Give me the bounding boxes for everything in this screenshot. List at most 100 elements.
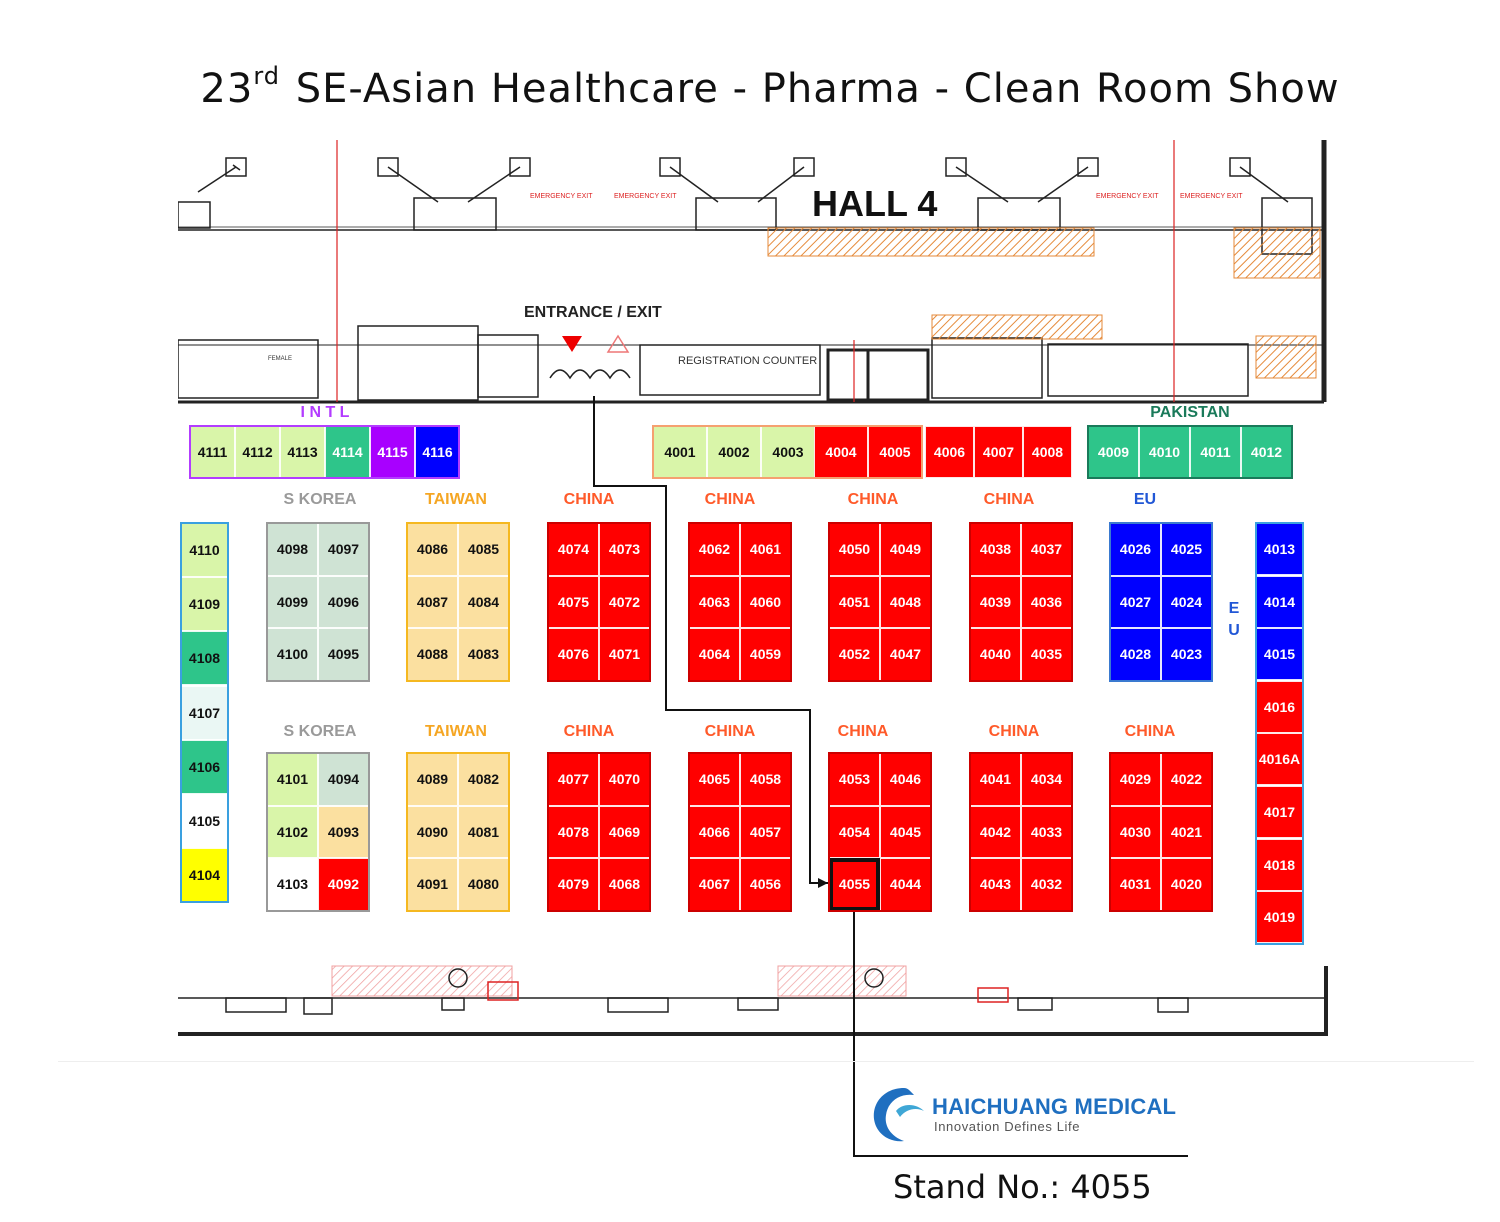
booth-4013[interactable]: 4013 xyxy=(1256,523,1303,575)
booth-4089[interactable]: 4089 xyxy=(407,753,458,806)
booth-4112[interactable]: 4112 xyxy=(235,426,280,478)
booth-4081[interactable]: 4081 xyxy=(458,805,509,859)
booth-4042[interactable]: 4042 xyxy=(970,805,1021,859)
booth-4053[interactable]: 4053 xyxy=(829,753,880,806)
booth-4024[interactable]: 4024 xyxy=(1161,575,1212,629)
booth-4079[interactable]: 4079 xyxy=(548,858,599,911)
booth-4006[interactable]: 4006 xyxy=(925,426,974,478)
booth-4041[interactable]: 4041 xyxy=(970,753,1021,806)
booth-4072[interactable]: 4072 xyxy=(599,575,650,629)
booth-4050[interactable]: 4050 xyxy=(829,523,880,576)
booth-4061[interactable]: 4061 xyxy=(740,523,791,576)
booth-4018[interactable]: 4018 xyxy=(1256,838,1303,891)
booth-4080[interactable]: 4080 xyxy=(458,858,509,911)
booth-4023[interactable]: 4023 xyxy=(1161,628,1212,681)
booth-4111[interactable]: 4111 xyxy=(190,426,235,478)
booth-4059[interactable]: 4059 xyxy=(740,628,791,681)
booth-4103[interactable]: 4103 xyxy=(267,858,318,911)
booth-4075[interactable]: 4075 xyxy=(548,575,599,629)
booth-4100[interactable]: 4100 xyxy=(267,628,318,681)
booth-4012[interactable]: 4012 xyxy=(1241,426,1292,478)
booth-4056[interactable]: 4056 xyxy=(740,858,791,911)
booth-4027[interactable]: 4027 xyxy=(1110,575,1161,629)
booth-4108[interactable]: 4108 xyxy=(181,631,228,686)
booth-4086[interactable]: 4086 xyxy=(407,523,458,576)
booth-4009[interactable]: 4009 xyxy=(1088,426,1139,478)
booth-4017[interactable]: 4017 xyxy=(1256,786,1303,838)
booth-4045[interactable]: 4045 xyxy=(880,805,931,859)
booth-4035[interactable]: 4035 xyxy=(1021,628,1072,681)
booth-4099[interactable]: 4099 xyxy=(267,575,318,629)
booth-4114[interactable]: 4114 xyxy=(325,426,370,478)
booth-4008[interactable]: 4008 xyxy=(1023,426,1072,478)
booth-4102[interactable]: 4102 xyxy=(267,805,318,859)
booth-4116[interactable]: 4116 xyxy=(415,426,460,478)
booth-4096[interactable]: 4096 xyxy=(318,575,369,629)
booth-4030[interactable]: 4030 xyxy=(1110,805,1161,859)
booth-4092[interactable]: 4092 xyxy=(318,858,369,911)
booth-4025[interactable]: 4025 xyxy=(1161,523,1212,576)
booth-4095[interactable]: 4095 xyxy=(318,628,369,681)
booth-4067[interactable]: 4067 xyxy=(689,858,740,911)
booth-4015[interactable]: 4015 xyxy=(1256,628,1303,681)
booth-4066[interactable]: 4066 xyxy=(689,805,740,859)
booth-4077[interactable]: 4077 xyxy=(548,753,599,806)
booth-4034[interactable]: 4034 xyxy=(1021,753,1072,806)
booth-4097[interactable]: 4097 xyxy=(318,523,369,576)
booth-4046[interactable]: 4046 xyxy=(880,753,931,806)
booth-4076[interactable]: 4076 xyxy=(548,628,599,681)
booth-4019[interactable]: 4019 xyxy=(1256,891,1303,944)
booth-4083[interactable]: 4083 xyxy=(458,628,509,681)
booth-4091[interactable]: 4091 xyxy=(407,858,458,911)
booth-4084[interactable]: 4084 xyxy=(458,575,509,629)
booth-4029[interactable]: 4029 xyxy=(1110,753,1161,806)
booth-4039[interactable]: 4039 xyxy=(970,575,1021,629)
booth-4098[interactable]: 4098 xyxy=(267,523,318,576)
booth-4101[interactable]: 4101 xyxy=(267,753,318,806)
booth-4090[interactable]: 4090 xyxy=(407,805,458,859)
booth-4014[interactable]: 4014 xyxy=(1256,575,1303,628)
booth-4043[interactable]: 4043 xyxy=(970,858,1021,911)
booth-4036[interactable]: 4036 xyxy=(1021,575,1072,629)
booth-4063[interactable]: 4063 xyxy=(689,575,740,629)
booth-4005[interactable]: 4005 xyxy=(868,426,922,478)
booth-4054[interactable]: 4054 xyxy=(829,805,880,859)
booth-4062[interactable]: 4062 xyxy=(689,523,740,576)
booth-4026[interactable]: 4026 xyxy=(1110,523,1161,576)
booth-4073[interactable]: 4073 xyxy=(599,523,650,576)
booth-4022[interactable]: 4022 xyxy=(1161,753,1212,806)
booth-4071[interactable]: 4071 xyxy=(599,628,650,681)
booth-4028[interactable]: 4028 xyxy=(1110,628,1161,681)
booth-4088[interactable]: 4088 xyxy=(407,628,458,681)
booth-4074[interactable]: 4074 xyxy=(548,523,599,576)
booth-4082[interactable]: 4082 xyxy=(458,753,509,806)
booth-4001[interactable]: 4001 xyxy=(653,426,707,478)
booth-4051[interactable]: 4051 xyxy=(829,575,880,629)
booth-4033[interactable]: 4033 xyxy=(1021,805,1072,859)
booth-4020[interactable]: 4020 xyxy=(1161,858,1212,911)
booth-4032[interactable]: 4032 xyxy=(1021,858,1072,911)
booth-4052[interactable]: 4052 xyxy=(829,628,880,681)
booth-4004[interactable]: 4004 xyxy=(814,426,868,478)
booth-4031[interactable]: 4031 xyxy=(1110,858,1161,911)
booth-4078[interactable]: 4078 xyxy=(548,805,599,859)
booth-4085[interactable]: 4085 xyxy=(458,523,509,576)
booth-4058[interactable]: 4058 xyxy=(740,753,791,806)
booth-4087[interactable]: 4087 xyxy=(407,575,458,629)
booth-4044[interactable]: 4044 xyxy=(880,858,931,911)
booth-4037[interactable]: 4037 xyxy=(1021,523,1072,576)
booth-4113[interactable]: 4113 xyxy=(280,426,325,478)
booth-4069[interactable]: 4069 xyxy=(599,805,650,859)
booth-4040[interactable]: 4040 xyxy=(970,628,1021,681)
booth-4060[interactable]: 4060 xyxy=(740,575,791,629)
booth-4016[interactable]: 4016 xyxy=(1256,680,1303,733)
booth-4115[interactable]: 4115 xyxy=(370,426,415,478)
booth-4057[interactable]: 4057 xyxy=(740,805,791,859)
booth-4106[interactable]: 4106 xyxy=(181,739,228,794)
booth-4002[interactable]: 4002 xyxy=(707,426,761,478)
booth-4021[interactable]: 4021 xyxy=(1161,805,1212,859)
booth-4070[interactable]: 4070 xyxy=(599,753,650,806)
booth-4048[interactable]: 4048 xyxy=(880,575,931,629)
booth-4110[interactable]: 4110 xyxy=(181,523,228,577)
booth-4055[interactable]: 4055 xyxy=(829,858,880,911)
